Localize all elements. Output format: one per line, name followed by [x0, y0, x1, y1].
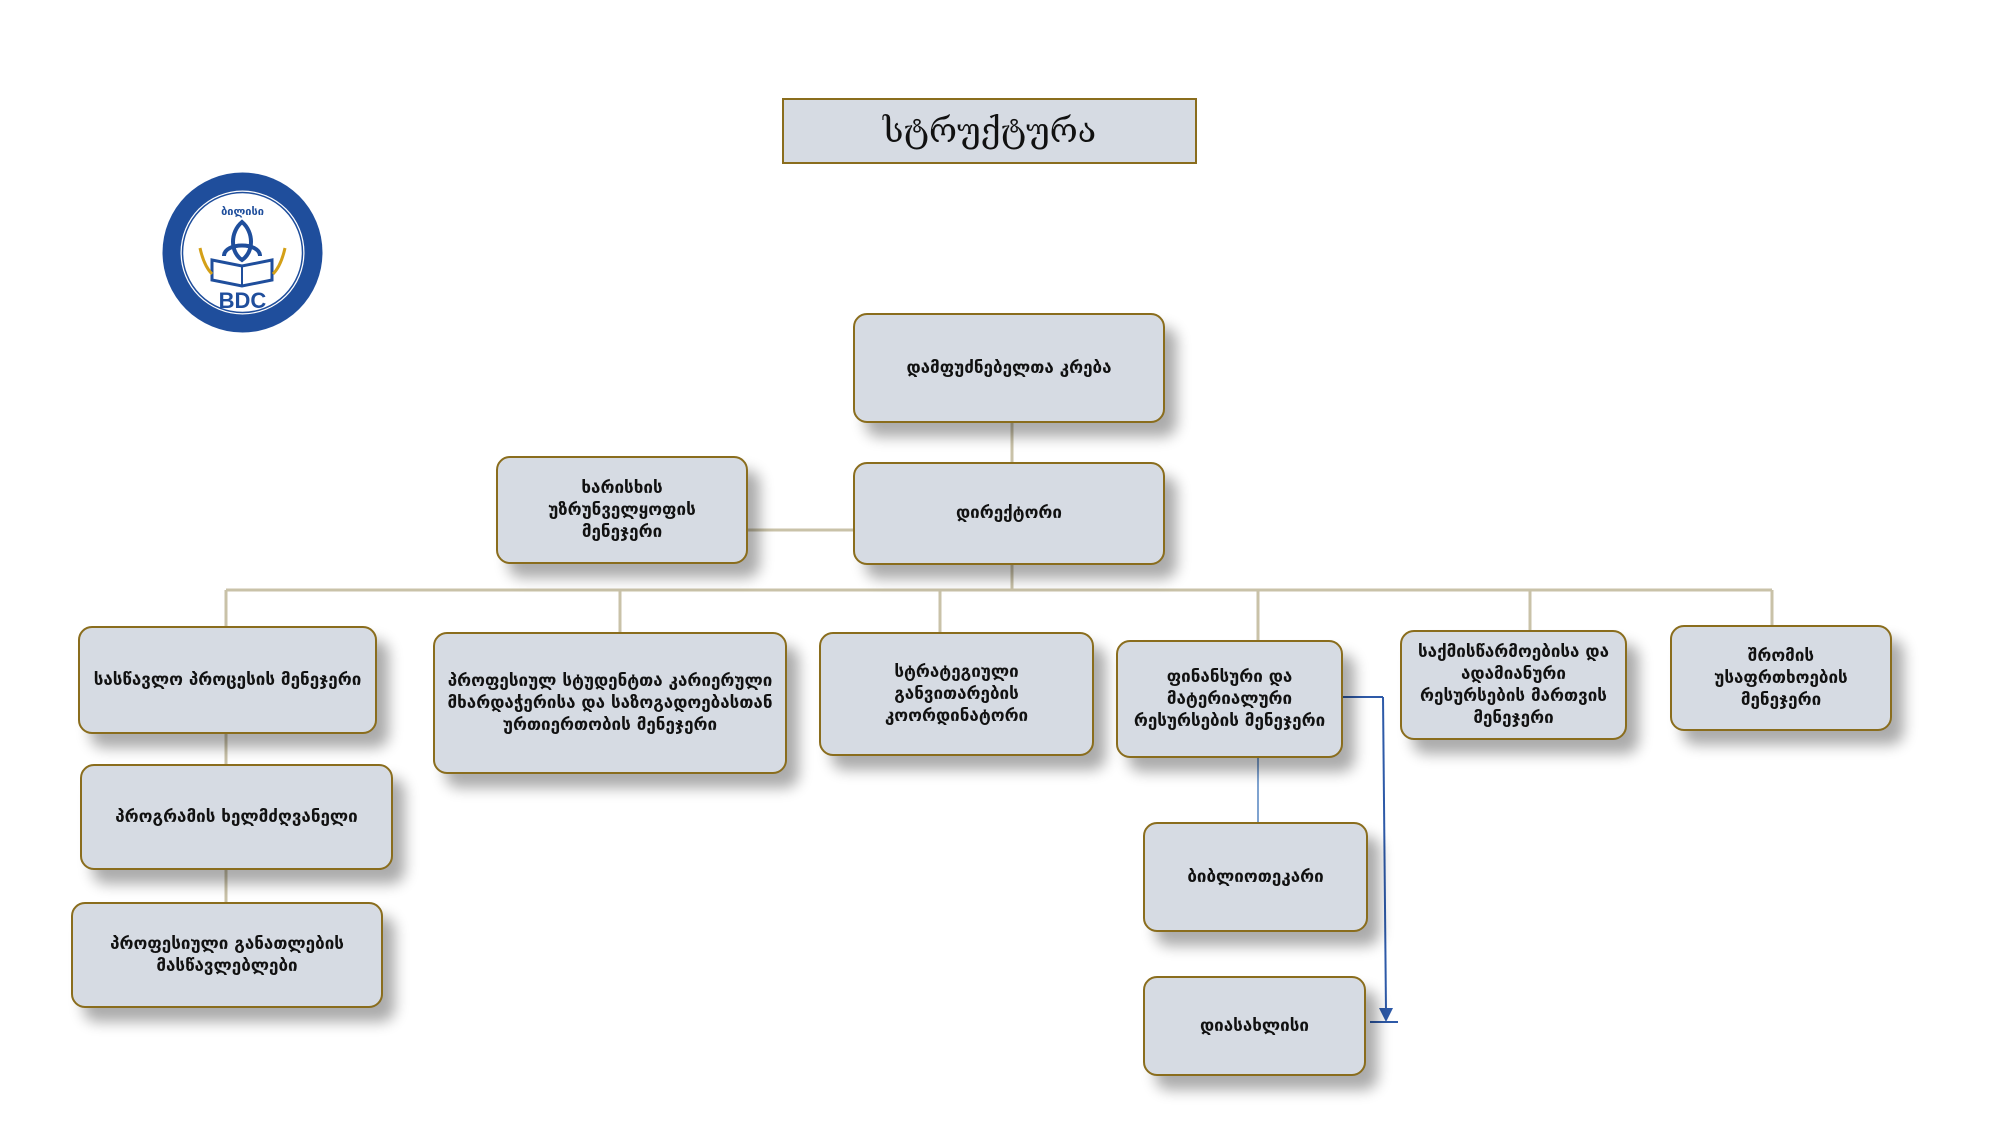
node-librarian[interactable]: ბიბლიოთეკარი	[1143, 822, 1368, 932]
logo-abbr: BDC	[219, 288, 267, 313]
node-vocational-teachers[interactable]: პროფესიული განათლების მასწავლებლები	[71, 902, 383, 1008]
node-hr-records-manager[interactable]: საქმისწარმოებისა და ადამიანური რესურსები…	[1400, 630, 1627, 740]
node-program-head[interactable]: პროგრამის ხელმძღვანელი	[80, 764, 393, 870]
node-labor-safety-manager[interactable]: შრომის უსაფრთხოების მენეჯერი	[1670, 625, 1892, 731]
node-career-support-manager[interactable]: პროფესიულ სტუდენტთა კარიერული მხარდაჭერი…	[433, 632, 787, 774]
node-housekeeper[interactable]: დიასახლისი	[1143, 976, 1366, 1076]
node-finance-resources-manager[interactable]: ფინანსური და მატერიალური რესურსების მენე…	[1116, 640, 1343, 758]
logo-city: ბილისი	[221, 205, 264, 218]
node-study-process-manager[interactable]: სასწავლო პროცესის მენეჯერი	[78, 626, 377, 734]
bdc-logo: ბილისი BDC	[162, 172, 323, 333]
page-title: სტრუქტურა	[782, 98, 1197, 164]
node-director[interactable]: დირექტორი	[853, 462, 1165, 565]
node-board-of-founders[interactable]: დამფუძნებელთა კრება	[853, 313, 1165, 423]
node-strategy-coordinator[interactable]: სტრატეგიული განვითარების კოორდინატორი	[819, 632, 1094, 756]
node-quality-manager[interactable]: ხარისხის უზრუნველყოფის მენეჯერი	[496, 456, 748, 564]
